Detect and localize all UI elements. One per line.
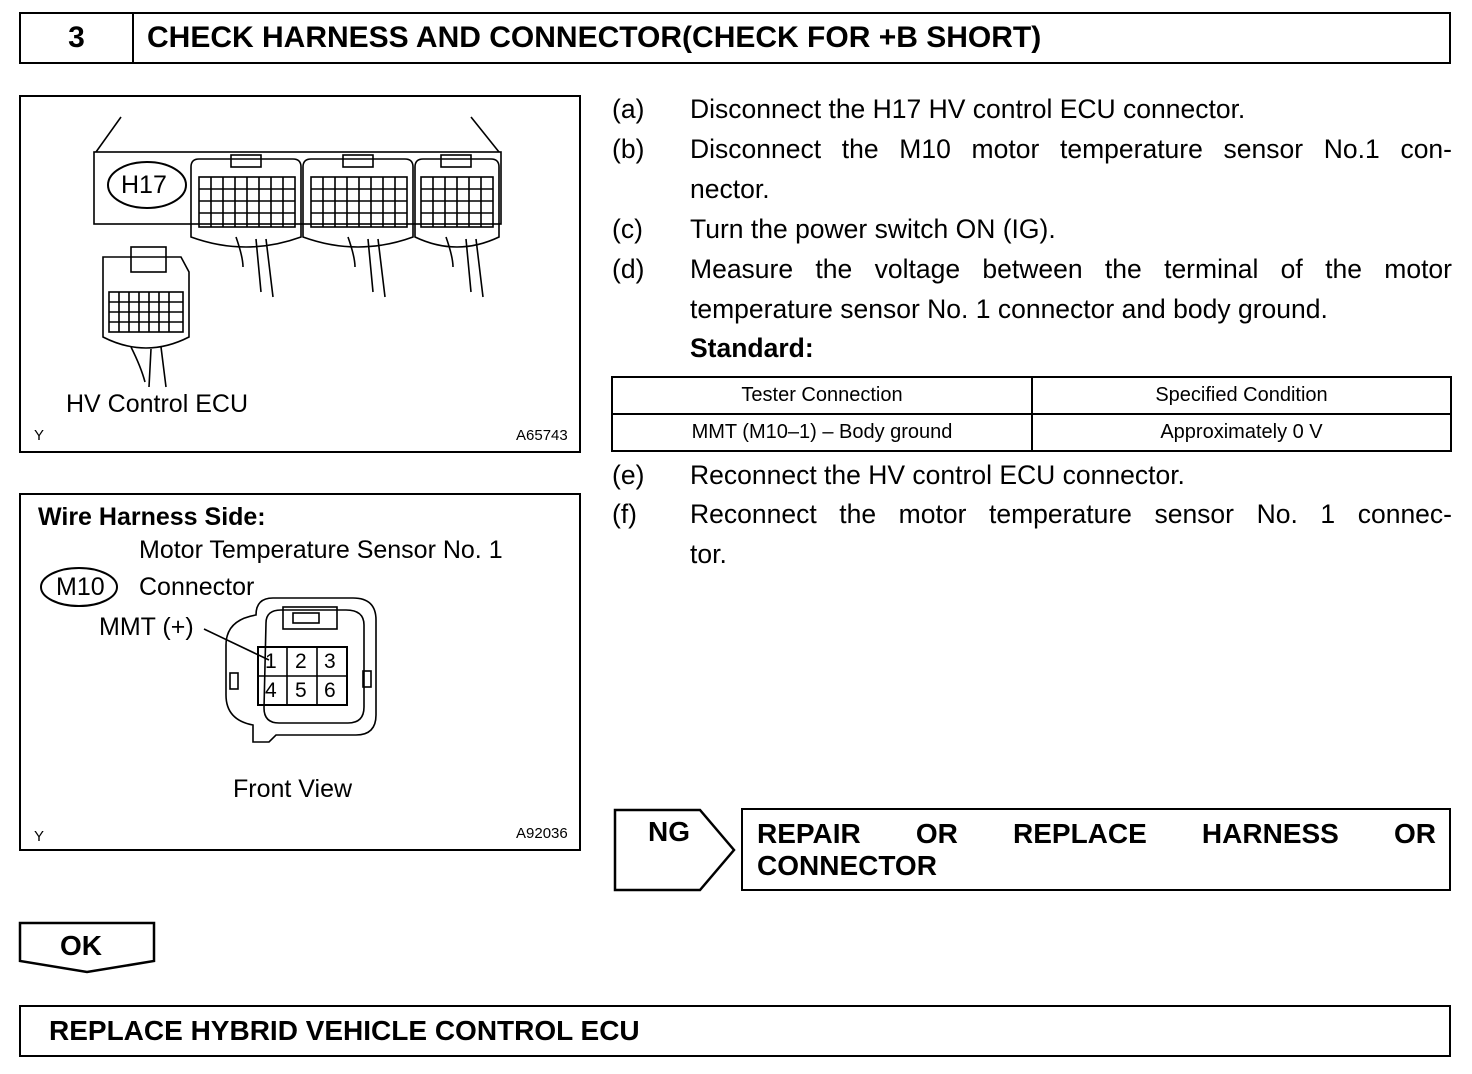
- sensor-name-line2: Connector: [139, 573, 255, 601]
- step-text-line2: nector.: [690, 174, 770, 204]
- final-action-text: REPLACE HYBRID VEHICLE CONTROL ECU: [49, 1015, 640, 1046]
- figure-code: A65743: [516, 427, 568, 444]
- step-text: Reconnect the HV control ECU connector.: [690, 460, 1185, 490]
- step-title: CHECK HARNESS AND CONNECTOR(CHECK FOR +B…: [147, 21, 1042, 54]
- header-tester-connection: Tester Connection: [611, 376, 1033, 415]
- step-label: (a): [612, 94, 645, 124]
- pin-6: 6: [324, 679, 336, 702]
- step-number: 3: [21, 14, 134, 62]
- ng-label: NG: [648, 816, 690, 847]
- cell-tester-connection: MMT (M10–1) – Body ground: [611, 413, 1033, 452]
- ok-label: OK: [60, 930, 102, 961]
- pin-1: 1: [265, 650, 277, 673]
- hv-control-ecu-caption: HV Control ECU: [66, 390, 248, 418]
- cell-specified-condition: Approximately 0 V: [1031, 413, 1452, 452]
- step-text-line1: Measure the voltage between the terminal…: [690, 254, 1452, 284]
- ng-result-line2: CONNECTOR: [757, 850, 937, 881]
- step-label: (d): [612, 254, 645, 284]
- figure-code: A92036: [516, 825, 568, 842]
- m10-connector-label: M10: [56, 573, 105, 601]
- h17-connector-label: H17: [121, 171, 167, 199]
- step-label: (b): [612, 134, 645, 164]
- table-header-row: Tester Connection Specified Condition: [611, 376, 1452, 415]
- wire-harness-side-heading: Wire Harness Side:: [38, 503, 266, 531]
- ng-result-box: REPAIR OR REPLACE HARNESS OR CONNECTOR: [741, 808, 1451, 891]
- pin-4: 4: [265, 679, 277, 702]
- ng-result-line1: REPAIR OR REPLACE HARNESS OR: [757, 818, 1436, 849]
- step-label: (f): [612, 499, 638, 529]
- step-text-line1: Disconnect the M10 motor temperature sen…: [690, 134, 1452, 164]
- step-text-line2: temperature sensor No. 1 connector and b…: [690, 294, 1328, 324]
- mmt-terminal-label: MMT (+): [99, 613, 194, 641]
- pin-2: 2: [295, 650, 307, 673]
- pin-3: 3: [324, 650, 336, 673]
- hv-ecu-connectors-illustration: [93, 116, 502, 388]
- step-text: Turn the power switch ON (IG).: [690, 214, 1056, 244]
- standard-label: Standard:: [690, 333, 814, 363]
- spec-table: Tester Connection Specified Condition MM…: [611, 376, 1452, 452]
- step-text-line1: Reconnect the motor temperature sensor N…: [690, 499, 1452, 529]
- step-label: (e): [612, 460, 645, 490]
- pin-5: 5: [295, 679, 307, 702]
- header-specified-condition: Specified Condition: [1031, 376, 1452, 415]
- figure-wire-harness-side: Wire Harness Side: Motor Temperature Sen…: [19, 493, 581, 851]
- figure-hv-control-ecu: H17 HV Control ECU Y A65743: [19, 95, 581, 453]
- ok-arrow-box: [18, 921, 156, 974]
- step-text: Disconnect the H17 HV control ECU connec…: [690, 94, 1246, 124]
- step-header: 3 CHECK HARNESS AND CONNECTOR(CHECK FOR …: [19, 12, 1451, 64]
- step-text-line2: tor.: [690, 539, 727, 569]
- step-label: (c): [612, 214, 643, 244]
- ng-arrow-box: [613, 808, 736, 892]
- table-row: MMT (M10–1) – Body ground Approximately …: [611, 413, 1452, 452]
- corner-mark: Y: [34, 427, 45, 444]
- sensor-name-line1: Motor Temperature Sensor No. 1: [139, 536, 503, 564]
- final-action-box: REPLACE HYBRID VEHICLE CONTROL ECU: [19, 1005, 1451, 1057]
- m10-connector-illustration: [40, 567, 377, 743]
- corner-mark: Y: [34, 828, 45, 845]
- front-view-caption: Front View: [233, 775, 353, 803]
